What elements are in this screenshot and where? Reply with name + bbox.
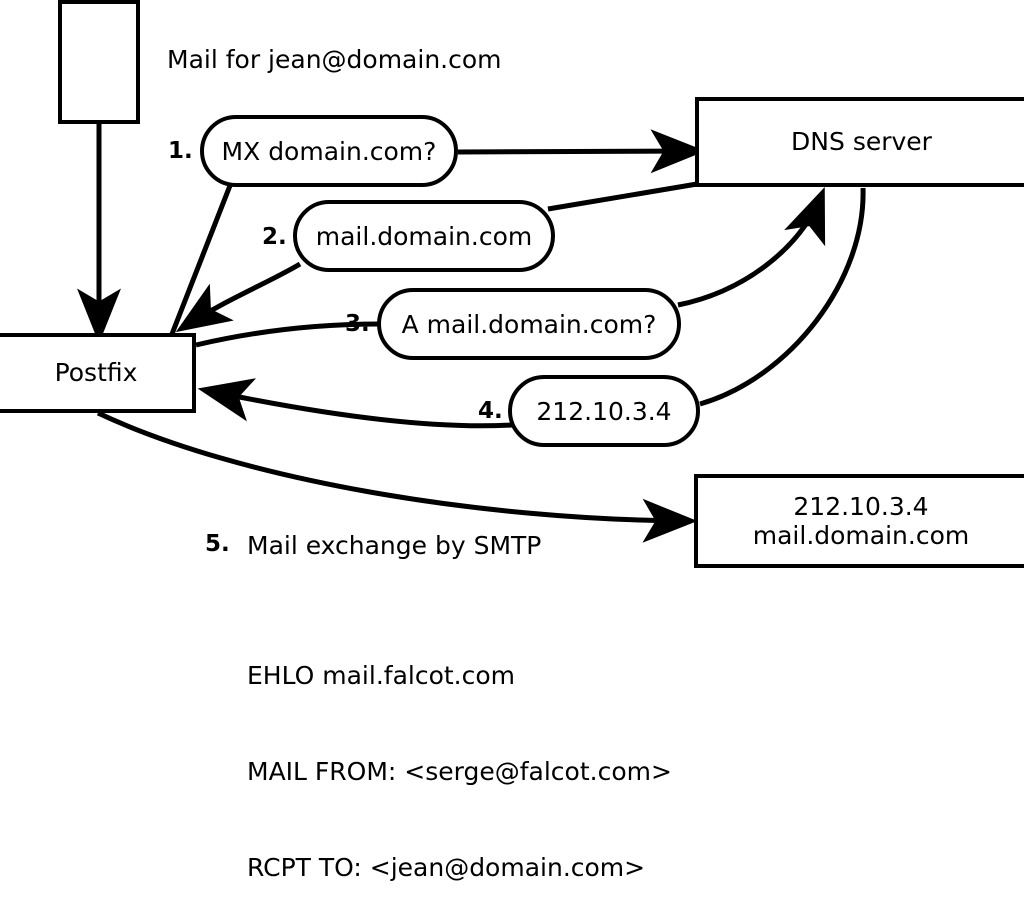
step-number-2: 2. xyxy=(262,224,287,250)
line-postfix-to-a-query xyxy=(195,321,381,348)
node-dns-server-label: DNS server xyxy=(791,127,932,157)
label-step5-description: Mail exchange by SMTP xyxy=(247,531,542,560)
arrow-postfix-to-mailserver xyxy=(96,410,698,543)
line-dns-to-a-answer xyxy=(699,187,866,407)
bubble-mx-query[interactable]: MX domain.com? xyxy=(200,115,458,187)
arrow-mx-query-to-dns xyxy=(457,129,706,174)
smtp-line-ehlo: EHLO mail.falcot.com xyxy=(247,661,516,690)
step-number-4: 4. xyxy=(478,398,503,424)
arrow-mx-answer-to-postfix xyxy=(175,261,302,333)
bubble-a-answer-label: 212.10.3.4 xyxy=(536,396,672,426)
arrow-a-query-to-dns xyxy=(677,187,826,308)
bubble-a-query[interactable]: A mail.domain.com? xyxy=(377,288,681,360)
node-dns-server[interactable]: DNS server xyxy=(695,97,1024,187)
node-postfix[interactable]: Postfix xyxy=(0,333,196,413)
node-destination-mailserver[interactable]: 212.10.3.4 mail.domain.com xyxy=(694,474,1024,568)
arrow-a-answer-to-postfix xyxy=(197,378,513,429)
arrow-query-mx-tail xyxy=(169,182,234,335)
node-source-mail-client[interactable] xyxy=(58,0,140,124)
line-dns-to-mx-answer xyxy=(547,181,698,212)
bubble-a-answer[interactable]: 212.10.3.4 xyxy=(508,375,700,447)
step-number-1: 1. xyxy=(168,138,193,164)
smtp-transcript: EHLO mail.falcot.com MAIL FROM: <serge@f… xyxy=(247,596,672,919)
smtp-line-rcpt-to: RCPT TO: <jean@domain.com> xyxy=(247,853,646,882)
step-number-5: 5. xyxy=(205,531,230,557)
bubble-mx-answer-label: mail.domain.com xyxy=(315,221,533,251)
step-number-3: 3. xyxy=(345,311,370,337)
node-mailserver-ip: 212.10.3.4 xyxy=(793,491,929,521)
bubble-a-query-label: A mail.domain.com? xyxy=(401,309,657,339)
bubble-mx-answer[interactable]: mail.domain.com xyxy=(293,200,555,272)
label-incoming-mail: Mail for jean@domain.com xyxy=(167,45,502,74)
node-mailserver-hostname: mail.domain.com xyxy=(752,521,970,550)
node-postfix-label: Postfix xyxy=(54,358,138,388)
smtp-line-mail-from: MAIL FROM: <serge@falcot.com> xyxy=(247,757,672,786)
bubble-mx-query-label: MX domain.com? xyxy=(221,136,437,166)
